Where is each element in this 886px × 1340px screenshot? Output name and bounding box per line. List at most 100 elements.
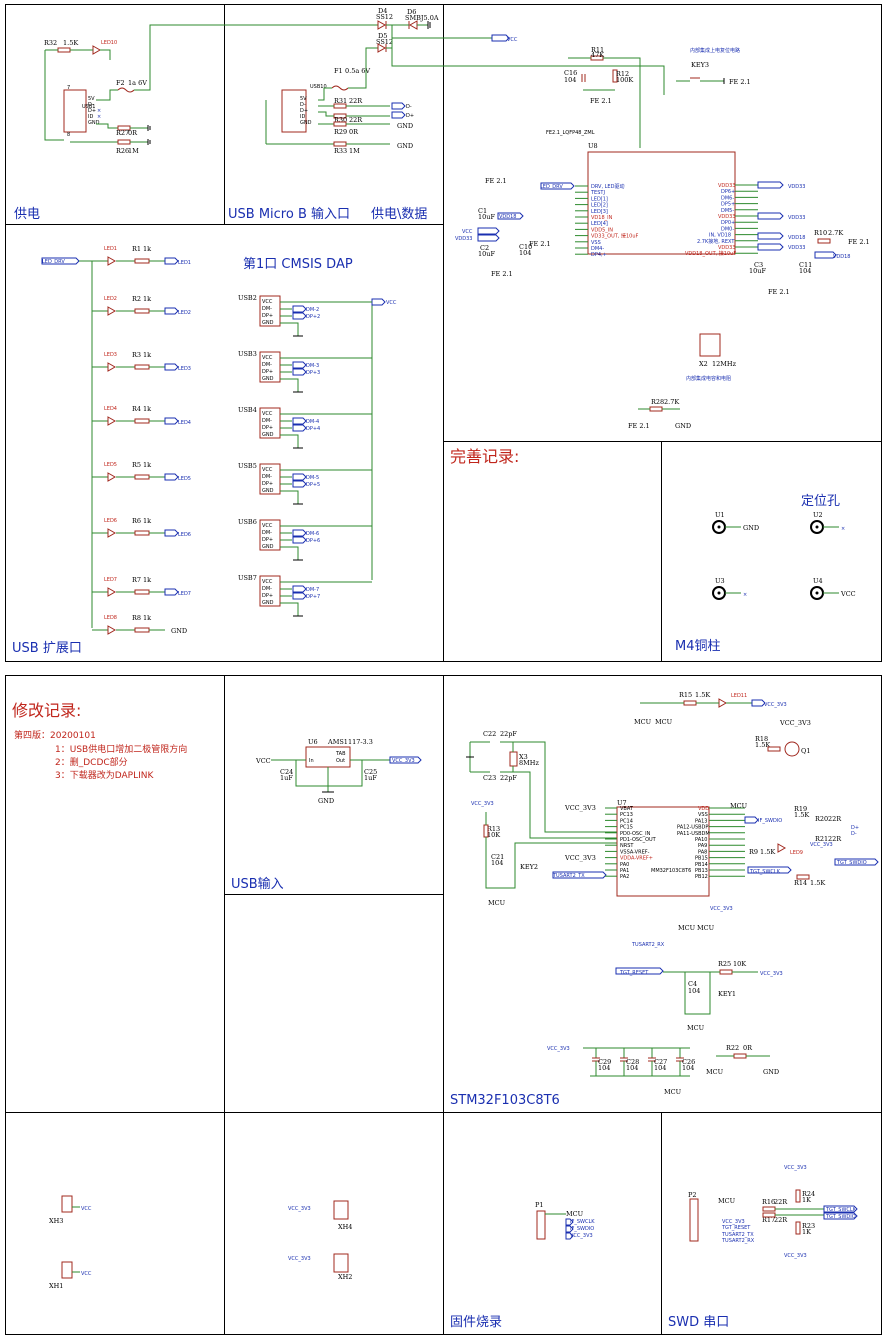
perfect-record-title: 完善记录: [450, 447, 519, 466]
svg-text:12MHz: 12MHz [712, 360, 737, 368]
svg-text:10K: 10K [733, 960, 746, 968]
svg-text:VDD18: VDD18 [499, 214, 516, 220]
svg-text:104: 104 [626, 1064, 638, 1072]
section-swd-serial: SWD 串口 [668, 1315, 729, 1330]
svg-text:GND: GND [743, 524, 759, 532]
svg-text:DP+5: DP+5 [306, 482, 320, 488]
svg-text:22R: 22R [349, 97, 363, 105]
svg-text:22R: 22R [349, 116, 363, 124]
svg-text:MCU: MCU [718, 1197, 736, 1205]
svg-text:×: × [97, 108, 101, 114]
svg-text:R15: R15 [679, 691, 692, 699]
svg-text:DM6-: DM6- [721, 195, 734, 201]
cap-res-caption: 内部集成电容和电阻 [686, 375, 731, 382]
svg-text:KEY3: KEY3 [691, 61, 709, 69]
svg-text:XH2: XH2 [338, 1273, 352, 1281]
svg-text:PA9: PA9 [698, 843, 707, 849]
svg-text:C27: C27 [654, 1058, 667, 1066]
svg-text:104: 104 [799, 267, 811, 275]
svg-text:FE 2.1: FE 2.1 [628, 422, 650, 430]
svg-text:PA10: PA10 [695, 837, 707, 843]
svg-text:104: 104 [564, 76, 576, 84]
svg-text:1.5K: 1.5K [810, 879, 825, 887]
svg-text:R3: R3 [132, 351, 141, 359]
svg-text:1.5K: 1.5K [760, 848, 775, 856]
svg-text:TGT_SWCLK: TGT_SWCLK [749, 869, 781, 875]
svg-text:×: × [743, 592, 747, 598]
svg-text:R12: R12 [616, 70, 629, 78]
svg-text:USB1: USB1 [82, 104, 95, 110]
svg-text:XH1: XH1 [49, 1282, 63, 1290]
svg-text:104: 104 [491, 859, 503, 867]
svg-text:DM-: DM- [262, 306, 272, 312]
svg-text:PA13: PA13 [695, 818, 707, 824]
svg-text:DP+6: DP+6 [306, 538, 320, 544]
svg-text:FE 2.1: FE 2.1 [768, 288, 790, 296]
svg-text:DRV, LED驱动: DRV, LED驱动 [591, 183, 624, 190]
section-usb-micro-b: USB Micro B 输入口 [228, 206, 350, 222]
svg-text:PA8: PA8 [698, 849, 707, 855]
svg-text:1K: 1K [802, 1228, 811, 1236]
svg-text:PA12-USBDP: PA12-USBDP [677, 825, 708, 831]
svg-text:1.5K: 1.5K [63, 39, 78, 47]
svg-text:VCC: VCC [81, 1206, 92, 1212]
svg-text:TUSART2_RX: TUSART2_RX [631, 942, 665, 948]
section-stm32: STM32F103C8T6 [450, 1093, 560, 1108]
svg-text:LED_DRV: LED_DRV [540, 184, 563, 190]
svg-text:22pF: 22pF [500, 774, 517, 782]
svg-text:1.5K: 1.5K [695, 691, 710, 699]
svg-text:GND: GND [88, 120, 100, 126]
svg-text:LED_DRV: LED_DRV [42, 259, 65, 265]
svg-text:VCC_3V3: VCC_3V3 [779, 719, 811, 727]
svg-text:LED5: LED5 [104, 462, 117, 468]
svg-text:LED5: LED5 [178, 476, 191, 482]
svg-text:VDD33: VDD33 [788, 245, 805, 251]
svg-text:10uF: 10uF [478, 213, 495, 221]
svg-text:1k: 1k [143, 461, 151, 469]
svg-text:DP+: DP+ [262, 313, 273, 319]
svg-text:MCU: MCU [655, 718, 673, 726]
svg-text:0.5a 6V: 0.5a 6V [345, 67, 370, 75]
svg-text:MCU: MCU [488, 899, 506, 907]
svg-text:AMS1117-3.3: AMS1117-3.3 [327, 738, 373, 746]
svg-text:DM-3: DM-3 [306, 363, 319, 369]
svg-text:104: 104 [598, 1064, 610, 1072]
svg-text:PB13: PB13 [695, 868, 708, 874]
svg-text:FE2.1_LQFP48_ZML: FE2.1_LQFP48_ZML [546, 130, 595, 136]
svg-text:VCC_3V3: VCC_3V3 [564, 804, 596, 812]
svg-text:LED9: LED9 [790, 850, 803, 856]
svg-text:SMBJ5.0A: SMBJ5.0A [405, 14, 439, 22]
svg-text:U6: U6 [308, 738, 318, 746]
svg-text:DP4,+: DP4,+ [591, 252, 607, 258]
svg-text:5V: 5V [300, 96, 307, 102]
svg-text:TUSART2_RX: TUSART2_RX [721, 1238, 755, 1244]
svg-text:GND: GND [300, 120, 312, 126]
svg-text:VDD33: VDD33 [718, 183, 735, 189]
svg-text:VCC: VCC [262, 411, 273, 417]
svg-text:FE 2.1: FE 2.1 [848, 238, 870, 246]
svg-text:R2: R2 [132, 295, 141, 303]
svg-text:X2: X2 [699, 360, 708, 368]
svg-text:DM-2: DM-2 [306, 307, 319, 313]
svg-text:D-: D- [88, 102, 94, 108]
svg-text:TGT_SWDIO: TGT_SWDIO [836, 860, 867, 866]
svg-text:PB15: PB15 [695, 856, 708, 862]
svg-text:LED4: LED4 [104, 406, 117, 412]
svg-text:GND: GND [397, 122, 413, 130]
svg-text:R8: R8 [132, 614, 141, 622]
svg-text:C10: C10 [519, 243, 532, 251]
svg-text:VCC_3V3: VCC_3V3 [722, 1219, 745, 1225]
svg-text:LED11: LED11 [731, 693, 747, 699]
